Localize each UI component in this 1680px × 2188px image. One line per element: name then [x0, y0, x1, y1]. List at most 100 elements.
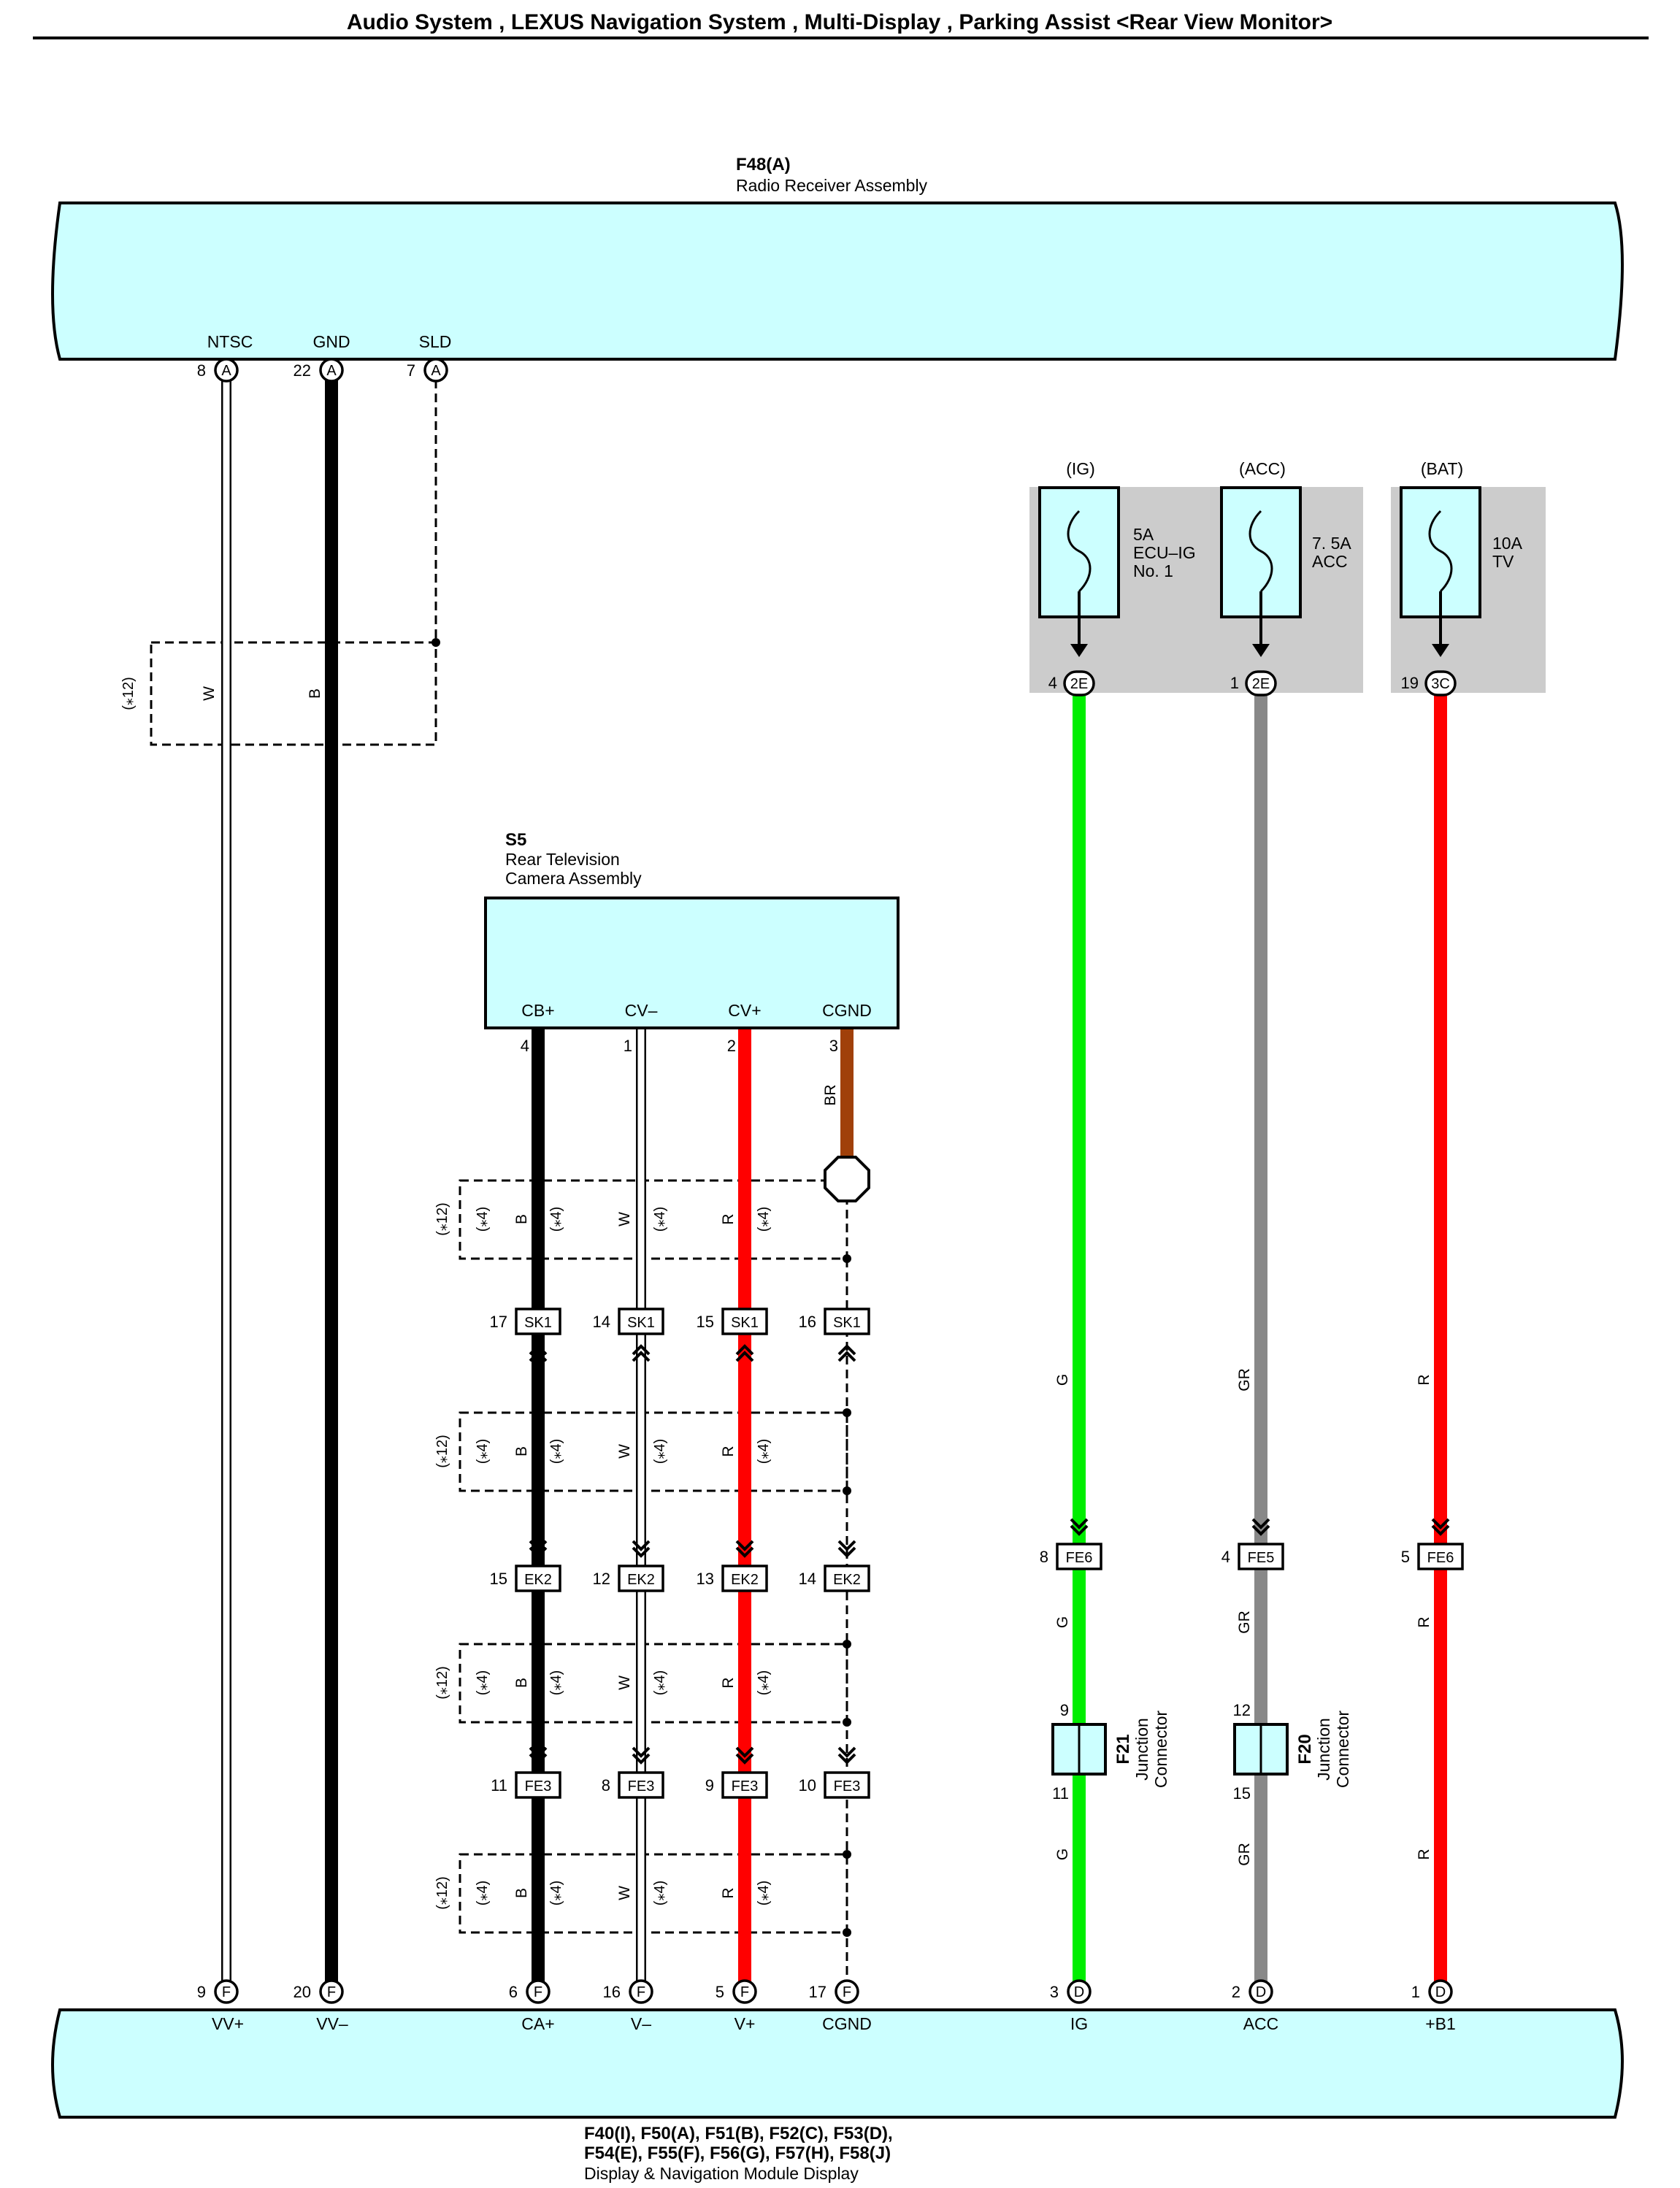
- note-label: (⁎4): [756, 1207, 772, 1232]
- display-pin-conn: F: [740, 1984, 749, 2000]
- display-pin-cap: 6 F: [509, 1979, 551, 2004]
- note-label: (⁎4): [652, 1881, 668, 1905]
- connector-ek2: EK2 EK2 EK2 EK2 15 12 13 14: [490, 1540, 870, 1592]
- connector-label: FE3: [834, 1778, 861, 1794]
- display-module-block: [51, 2008, 1624, 2119]
- wire-code-b1: R: [1416, 1616, 1432, 1627]
- radio-pin-conn-sld: A: [431, 363, 441, 379]
- wire-code-cbp: B: [513, 1214, 530, 1224]
- connector-pin-num: 12: [593, 1570, 610, 1588]
- junction-id: F20: [1295, 1734, 1315, 1764]
- note-label: (⁎4): [756, 1439, 772, 1464]
- connector-pin-num: 5: [1401, 1548, 1410, 1566]
- display-pin-signal-ig: IG: [1070, 2014, 1088, 2033]
- fuse-rating-bat: 10A: [1492, 534, 1523, 553]
- fuse-name-acc: ACC: [1312, 552, 1348, 571]
- connector-pin-num: 4: [1221, 1548, 1230, 1566]
- display-pin-signal-cgnd: CGND: [822, 2014, 872, 2033]
- connector-label: SK1: [731, 1315, 759, 1331]
- page-title: Audio System , LEXUS Navigation System ,…: [347, 10, 1332, 34]
- note-label: (⁎4): [652, 1439, 668, 1464]
- wire-code-cgnd: BR: [822, 1084, 839, 1105]
- display-pin-ig: 3 D: [1050, 1979, 1092, 2004]
- note-label: (⁎12): [434, 1435, 450, 1468]
- junction-id: F21: [1113, 1734, 1133, 1764]
- wire-code-ig: G: [1054, 1374, 1071, 1386]
- junction-name-line2: Connector: [1333, 1711, 1352, 1788]
- wire-code-cvm: W: [616, 1675, 633, 1690]
- fuse-rating-acc: 7. 5A: [1312, 534, 1351, 553]
- connector-label: SK1: [524, 1315, 552, 1331]
- note-label: (⁎4): [475, 1670, 491, 1695]
- connector-pin-num: 10: [799, 1776, 816, 1794]
- fuse-name2-ig: No. 1: [1133, 561, 1173, 580]
- junction-connector-f20: 12 15 F20 Junction Connector: [1233, 1701, 1352, 1803]
- connector-pin-num: 17: [490, 1313, 507, 1331]
- camera-pin-num-cbp: 4: [521, 1037, 529, 1055]
- shield-box-radio: [150, 641, 437, 746]
- connector-fe6-ig: FE6 8: [1040, 1518, 1102, 1570]
- camera-pin-signal-cvm: CV–: [625, 1001, 658, 1020]
- display-module-name: Display & Navigation Module Display: [584, 2164, 859, 2183]
- display-pin-vvp: 9 F: [197, 1979, 239, 2004]
- wire-code-b1: R: [1416, 1374, 1432, 1385]
- display-pin-conn: D: [1074, 1984, 1084, 2000]
- connector-label: FE3: [628, 1778, 655, 1794]
- camera-pin-num-cvp: 2: [727, 1037, 736, 1055]
- row-labels-1: (⁎12) (⁎4) B (⁎4) W (⁎4) R (⁎4): [434, 1202, 772, 1236]
- display-pin-vvm: 20 F: [294, 1979, 344, 2004]
- shield-boxes: [459, 1179, 848, 2004]
- display-module-ids-line2: F54(E), F55(F), F56(G), F57(H), F58(J): [584, 2143, 891, 2163]
- note-label: (⁎4): [548, 1207, 564, 1232]
- wire-code-ntsc: W: [201, 686, 218, 701]
- connector-pin-num: 16: [799, 1313, 816, 1331]
- radio-pin-num-gnd: 22: [294, 361, 311, 380]
- display-pin-conn: D: [1435, 1984, 1446, 2000]
- display-pin-num: 20: [294, 1983, 311, 2001]
- fuse-circuit-ig: (IG): [1066, 459, 1095, 478]
- connector-label: EK2: [833, 1572, 861, 1588]
- wire-code-cvm: W: [616, 1886, 633, 1900]
- display-pin-signal-cap: CA+: [521, 2014, 554, 2033]
- wire-code-cvm: W: [616, 1444, 633, 1459]
- radio-receiver-id: F48(A): [736, 155, 791, 174]
- display-pin-conn: F: [327, 1984, 336, 2000]
- fuse-circuit-bat: (BAT): [1421, 459, 1463, 478]
- junction-pin-out: 11: [1052, 1784, 1069, 1803]
- radio-pin-gnd: 22 A: [294, 358, 344, 383]
- display-pin-num: 5: [716, 1983, 724, 2001]
- display-pin-num: 3: [1050, 1983, 1059, 2001]
- radio-pin-signal-ntsc: NTSC: [207, 332, 253, 351]
- wire-code-cvp: R: [720, 1446, 737, 1456]
- connector-pin-num: 15: [490, 1570, 507, 1588]
- connector-label: SK1: [627, 1315, 655, 1331]
- radio-receiver-block: [51, 201, 1624, 361]
- connector-sk1: SK1 SK1 SK1 SK1 17 14 15 16: [490, 1308, 870, 1362]
- note-label: (⁎4): [756, 1881, 772, 1905]
- display-pin-signal-vm: V–: [631, 2014, 651, 2033]
- connector-pin-num: 15: [697, 1313, 714, 1331]
- connector-pin-num: 14: [593, 1313, 610, 1331]
- wire-code-cvp: R: [720, 1677, 737, 1688]
- connector-pin-num: 9: [705, 1776, 714, 1794]
- camera-pin-num-cgnd: 3: [829, 1037, 838, 1055]
- camera-pin-signal-cbp: CB+: [521, 1001, 554, 1020]
- display-pin-num: 17: [809, 1983, 826, 2001]
- ground-point: [824, 1156, 870, 1202]
- display-pin-b1: 1 D: [1411, 1979, 1453, 2004]
- fuse-acc: (ACC) 7. 5A ACC 1 2E: [1220, 459, 1351, 696]
- note-label: (⁎4): [652, 1207, 668, 1232]
- note-label: (⁎4): [652, 1670, 668, 1695]
- wire-code-ig: G: [1054, 1616, 1071, 1628]
- radio-pin-num-ntsc: 8: [197, 361, 206, 380]
- connector-label: FE6: [1066, 1550, 1093, 1566]
- note-label: (⁎4): [475, 1207, 491, 1232]
- note-label: (⁎12): [434, 1666, 450, 1700]
- connector-pin-num: 13: [697, 1570, 714, 1588]
- wire-code-cvp: R: [720, 1887, 737, 1898]
- fuse-ig: (IG) 5A ECU–IG No. 1 4 2E: [1038, 459, 1196, 696]
- note-label: (⁎4): [475, 1439, 491, 1464]
- connector-pin-num: 14: [799, 1570, 816, 1588]
- wire-code-cbp: B: [513, 1678, 530, 1688]
